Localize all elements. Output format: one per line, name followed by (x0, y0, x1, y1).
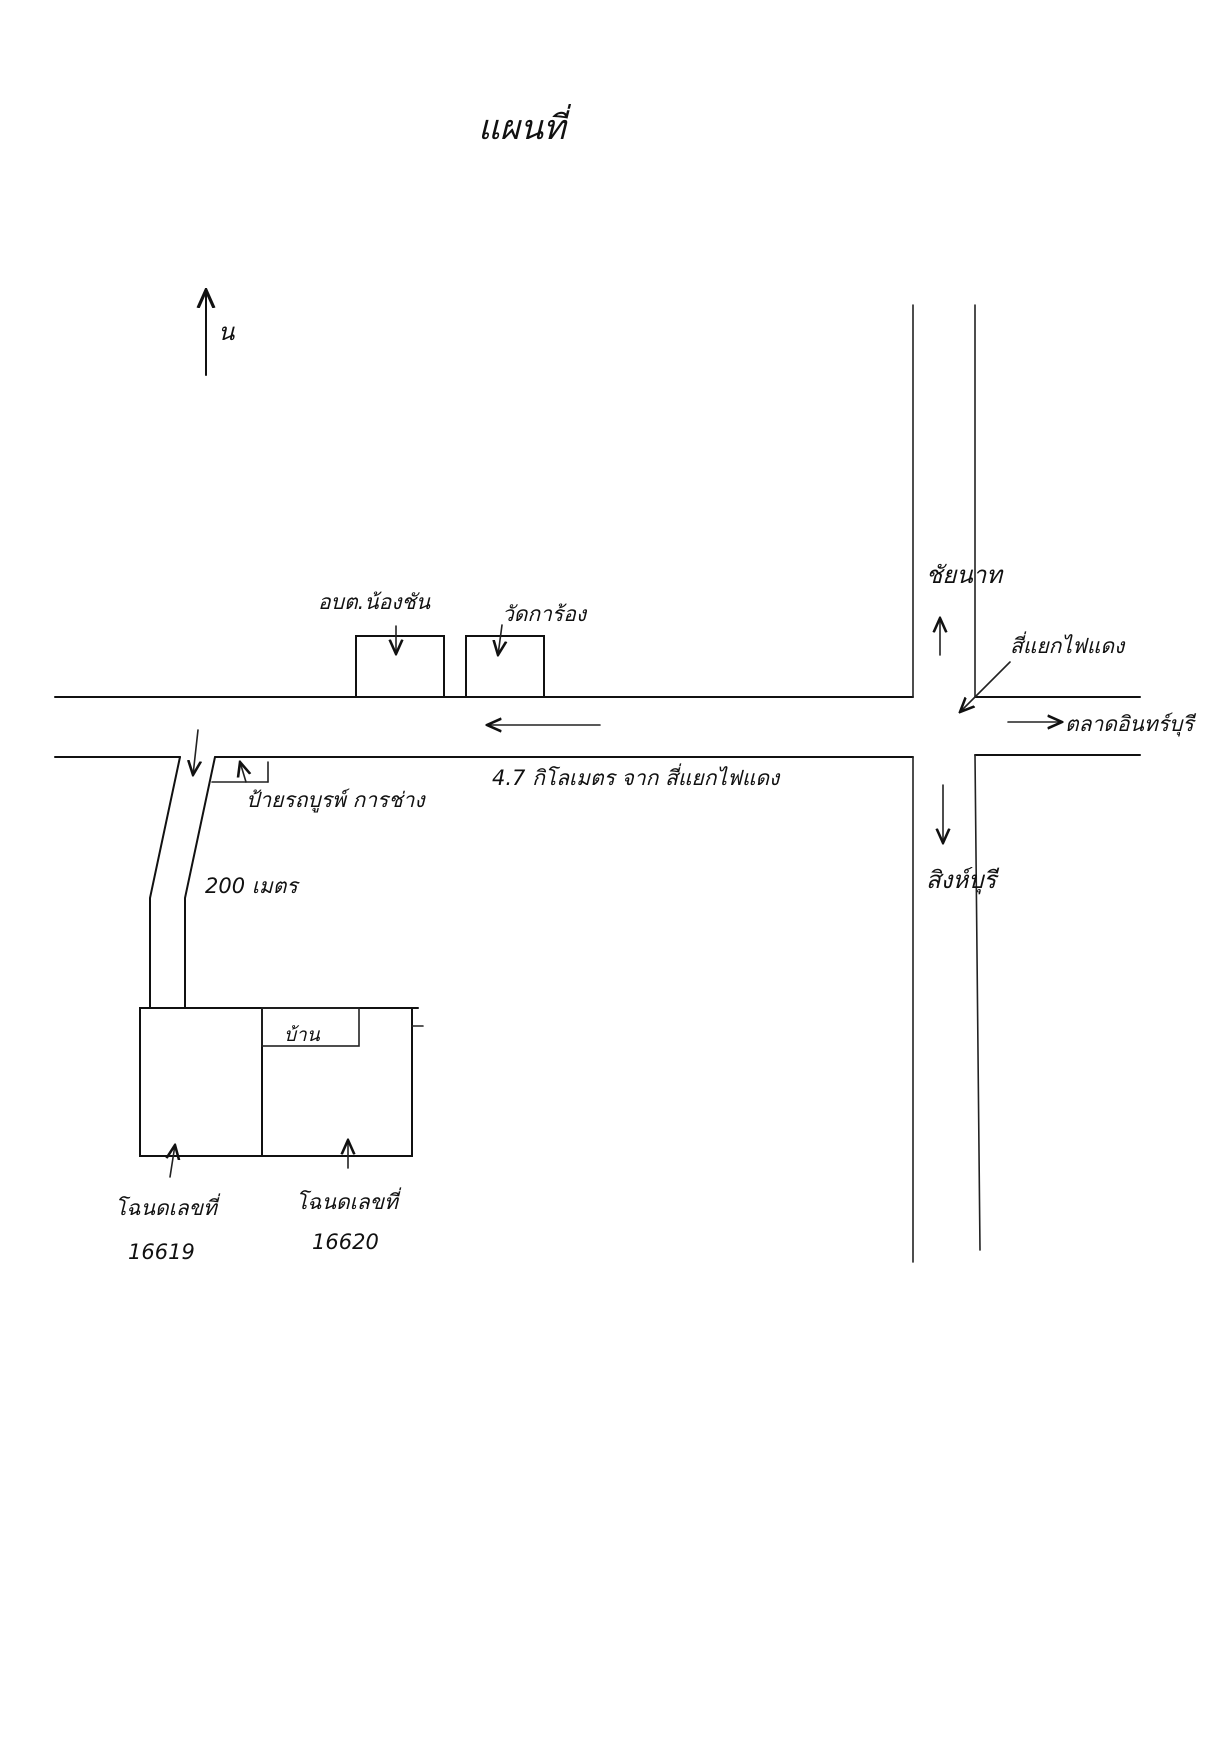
deed-left-line2: 16619 (128, 1240, 195, 1264)
sao-office-label: อบต.น้องชัน (318, 590, 431, 614)
deed-left-line1: โฉนดเลขที่ (115, 1196, 217, 1220)
north-label: น (218, 318, 235, 346)
cross-road (912, 304, 981, 1263)
temple-pointer (498, 624, 502, 655)
traffic-light-label: สี่แยกไฟแดง (1010, 634, 1125, 658)
distance-main-label: 4.7 กิโลเมตร จาก สี่แยกไฟแดง (492, 766, 780, 790)
distance-lane-label: 200 เมตร (205, 874, 298, 898)
market-label: ตลาดอินทร์บุรี (1065, 712, 1194, 736)
deed-left-pointer (170, 1145, 175, 1178)
deed-right-line2: 16620 (312, 1230, 379, 1254)
sao-office-building (355, 635, 445, 698)
house-label: บ้าน (284, 1024, 320, 1046)
land-plots (139, 1007, 424, 1157)
singburi-label: สิงห์บุรี (926, 866, 997, 894)
side-lane (149, 756, 216, 1009)
sign-pointer (240, 762, 246, 783)
main-road (54, 696, 1141, 758)
map-title: แผนที่ (478, 108, 566, 148)
deed-right-line1: โฉนดเลขที่ (296, 1190, 398, 1214)
house-building (261, 1007, 360, 1047)
sign-label: ป้ายรถบูรพ์ การช่าง (246, 788, 425, 812)
lane-entry-arrow-icon (193, 729, 198, 775)
chainat-label: ชัยนาท (926, 561, 1003, 589)
temple-label: วัดการ้อง (502, 602, 587, 626)
temple-building (465, 635, 545, 698)
traffic-light-pointer (960, 661, 1011, 712)
